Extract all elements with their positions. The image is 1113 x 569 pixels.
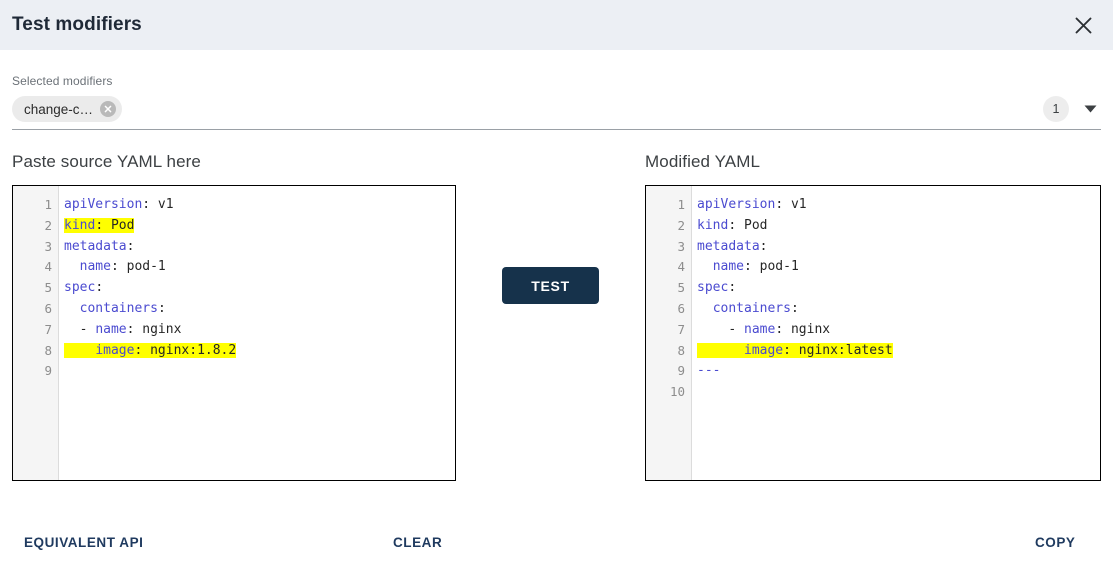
- selected-modifiers-label: Selected modifiers: [12, 74, 113, 88]
- code-line: spec:: [697, 280, 737, 296]
- modifiers-select-field[interactable]: change-c… 1: [12, 96, 1101, 130]
- line-number: 2: [677, 217, 686, 233]
- clear-button[interactable]: CLEAR: [393, 535, 443, 550]
- source-yaml-code[interactable]: apiVersion: v1 kind: Pod metadata: name: p…: [59, 186, 455, 480]
- source-yaml-pane: Paste source YAML here 1 2 3 4 5 6 7 8 9 apiVers…: [12, 152, 457, 481]
- code-line: kind: Pod: [697, 217, 768, 233]
- line-number: 1: [44, 197, 52, 212]
- editor-panes: Paste source YAML here 1 2 3 4 5 6 7 8 9 apiVers…: [0, 152, 1113, 481]
- modified-yaml-editor[interactable]: 1 2 3 4 5 6 7 8 9 10 apiVersion: v1 kind: Pod metad…: [645, 185, 1101, 481]
- code-line: apiVersion: v1: [64, 197, 174, 212]
- line-number: 5: [44, 280, 52, 296]
- code-line: containers:: [712, 300, 799, 316]
- line-number: 3: [677, 238, 686, 254]
- chevron-down-icon[interactable]: [1081, 100, 1099, 118]
- modifier-chip[interactable]: change-c…: [12, 96, 123, 122]
- source-yaml-title: Paste source YAML here: [12, 152, 201, 171]
- code-line: ---: [697, 363, 721, 379]
- line-number: 4: [44, 259, 52, 275]
- line-number: 4: [677, 259, 686, 275]
- modified-yaml-pane: Modified YAML 1 2 3 4 5 6 7 8 9 10 apiVersion: v1…: [645, 152, 1101, 481]
- line-number: 7: [44, 321, 52, 337]
- code-line: - name: nginx: [64, 321, 182, 337]
- modifier-chip-label: change-c…: [24, 101, 94, 117]
- line-number: 10: [669, 384, 686, 400]
- modified-line-numbers: 1 2 3 4 5 6 7 8 9 10: [646, 186, 693, 480]
- line-number: 9: [44, 363, 52, 379]
- code-line: image: nginx:latest: [697, 341, 1100, 362]
- line-number: 6: [44, 300, 52, 316]
- selected-modifiers-section: Selected modifiers change-c… 1: [0, 50, 1113, 130]
- source-line-numbers: 1 2 3 4 5 6 7 8 9: [13, 186, 59, 480]
- code-line: metadata:: [64, 238, 135, 254]
- code-line: apiVersion: v1: [697, 197, 807, 212]
- code-line: name: pod-1: [79, 259, 166, 275]
- line-number: 9: [677, 363, 686, 379]
- close-icon: [1074, 16, 1093, 35]
- test-button[interactable]: TEST: [502, 267, 600, 304]
- modified-yaml-title: Modified YAML: [645, 152, 761, 171]
- equivalent-api-button[interactable]: EQUIVALENT API: [24, 535, 144, 550]
- source-yaml-editor[interactable]: 1 2 3 4 5 6 7 8 9 apiVersion: v1 kind: Pod metadat…: [12, 185, 457, 481]
- close-circle-icon[interactable]: [100, 101, 117, 117]
- code-line: image: nginx:1.8.2: [64, 341, 455, 362]
- code-line: spec:: [64, 280, 104, 296]
- code-line: ​: [697, 382, 1100, 403]
- line-number: 8: [44, 342, 52, 358]
- chip-list: change-c…: [12, 96, 123, 122]
- close-button[interactable]: [1067, 9, 1099, 41]
- line-number: 6: [677, 300, 686, 316]
- field-right-controls: 1: [1043, 96, 1101, 122]
- code-line: containers:: [79, 300, 166, 316]
- code-line: name: pod-1: [712, 259, 799, 275]
- footer-actions: EQUIVALENT API CLEAR COPY: [0, 525, 1113, 569]
- modified-yaml-code: apiVersion: v1 kind: Pod metadata: name: p…: [692, 186, 1100, 480]
- line-number: 3: [44, 238, 52, 254]
- code-line: - name: nginx: [697, 321, 831, 337]
- selection-count-badge: 1: [1043, 96, 1069, 122]
- test-action-column: TEST: [456, 152, 645, 481]
- code-line: metadata:: [697, 238, 768, 254]
- dialog-header: Test modifiers: [0, 0, 1113, 50]
- line-number: 5: [677, 280, 686, 296]
- line-number: 2: [44, 217, 52, 233]
- code-line: kind: Pod: [64, 217, 135, 233]
- line-number: 7: [677, 321, 686, 337]
- line-number: 8: [677, 342, 686, 358]
- line-number: 1: [677, 197, 686, 212]
- code-line: ​: [64, 361, 455, 382]
- copy-button[interactable]: COPY: [1035, 535, 1076, 550]
- page-title: Test modifiers: [12, 14, 142, 35]
